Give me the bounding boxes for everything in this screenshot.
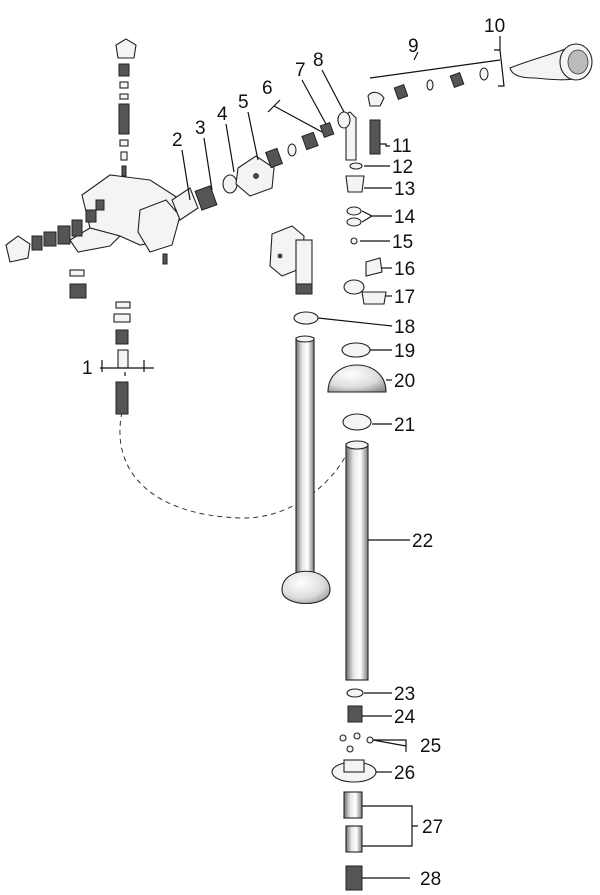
right-fittings (343, 119, 387, 305)
callout-26: 26 (394, 763, 415, 784)
callout-19: 19 (394, 341, 415, 362)
callout-5: 5 (238, 92, 249, 113)
callout-4: 4 (217, 104, 228, 125)
callout-1: 1 (82, 358, 93, 379)
mixer-assembly (5, 38, 357, 415)
callout-22: 22 (412, 531, 433, 552)
callout-28: 28 (420, 869, 441, 890)
left-riser-assembly (269, 225, 331, 605)
callout-17: 17 (394, 287, 415, 308)
hose-dashed-path (119, 411, 353, 519)
callout-2: 2 (172, 130, 183, 151)
callout-21: 21 (394, 415, 415, 436)
callout-9: 9 (408, 36, 419, 57)
callout-12: 12 (392, 157, 413, 178)
callout-6: 6 (262, 78, 273, 99)
right-riser-assembly (327, 342, 387, 891)
callout-18: 18 (394, 317, 415, 338)
callout-3: 3 (195, 118, 206, 139)
callout-27: 27 (422, 817, 443, 838)
callout-7: 7 (295, 60, 306, 81)
callout-10: 10 (484, 16, 505, 37)
callout-25: 25 (420, 736, 441, 757)
leader-lines (100, 36, 505, 879)
callout-16: 16 (394, 259, 415, 280)
callout-labels: 1 2 3 4 5 6 7 8 9 10 11 12 13 14 15 16 1… (82, 16, 505, 890)
callout-15: 15 (392, 232, 413, 253)
hand-shower-group (367, 43, 593, 107)
callout-13: 13 (394, 179, 415, 200)
callout-20: 20 (394, 371, 415, 392)
callout-8: 8 (313, 50, 324, 71)
callout-23: 23 (394, 684, 415, 705)
callout-14: 14 (394, 207, 416, 228)
callout-11: 11 (392, 136, 412, 157)
callout-24: 24 (394, 707, 416, 728)
